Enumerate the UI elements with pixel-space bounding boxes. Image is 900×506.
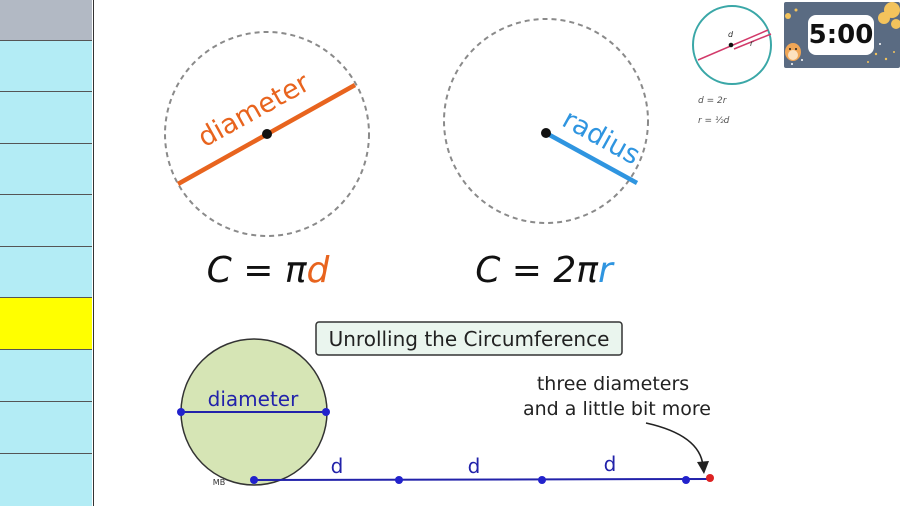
radius-center-dot bbox=[541, 128, 551, 138]
formula-radius-var: r bbox=[598, 250, 615, 291]
reference-formula-1: d = 2r bbox=[698, 96, 727, 106]
circle-diameter-label: diameter bbox=[208, 387, 299, 411]
unrolled-line bbox=[253, 478, 711, 481]
formula-radius-left: C = 2π bbox=[475, 250, 599, 291]
sidebar-cell[interactable] bbox=[0, 247, 92, 298]
countdown-timer[interactable]: 5:00 bbox=[784, 2, 900, 68]
annotation-arrowhead bbox=[697, 461, 709, 474]
formula-diameter-var: d bbox=[307, 250, 331, 291]
sidebar-cell[interactable] bbox=[0, 195, 92, 247]
sidebar-cell[interactable] bbox=[0, 350, 92, 402]
formula-diameter: C = πd bbox=[207, 250, 331, 291]
sidebar-cell[interactable] bbox=[0, 0, 92, 41]
segment-dot bbox=[538, 476, 546, 484]
sidebar-cell-highlighted[interactable] bbox=[0, 298, 92, 350]
annotation-arrow bbox=[645, 422, 704, 467]
annotation-line-1: three diameters bbox=[537, 373, 689, 395]
endpoint-dot bbox=[706, 474, 714, 482]
unroll-title-box bbox=[315, 321, 623, 356]
formula-radius: C = 2πr bbox=[475, 250, 615, 291]
timer-display: 5:00 bbox=[808, 15, 874, 55]
sidebar-cell[interactable] bbox=[0, 454, 92, 506]
segment-dot bbox=[395, 476, 403, 484]
sidebar-cell[interactable] bbox=[0, 92, 92, 144]
reference-d-label: d bbox=[728, 30, 734, 39]
slide-thumbnail-column bbox=[0, 0, 94, 506]
segment-label: d bbox=[604, 452, 617, 476]
reference-circle-figure: d r bbox=[692, 5, 772, 85]
circle-diameter-end-dot bbox=[322, 408, 330, 416]
formula-diameter-left: C = π bbox=[207, 250, 308, 291]
radius-circle-outline bbox=[443, 18, 649, 224]
radius-line bbox=[544, 131, 639, 185]
timer-decoration-icon bbox=[785, 2, 900, 65]
segment-dot bbox=[250, 476, 258, 484]
annotation-line-2: and a little bit more bbox=[523, 398, 711, 420]
segment-dot bbox=[682, 476, 690, 484]
sidebar-cell[interactable] bbox=[0, 41, 92, 92]
credit-mark: MB bbox=[213, 478, 225, 487]
circle-diameter-end-dot bbox=[177, 408, 185, 416]
diameter-center-dot bbox=[262, 129, 272, 139]
reference-card: d r d = 2r r = ½d bbox=[684, 0, 784, 140]
reference-r-label: r bbox=[750, 39, 754, 48]
sidebar-cell[interactable] bbox=[0, 402, 92, 454]
segment-label: d bbox=[331, 454, 344, 478]
segment-label: d bbox=[468, 454, 481, 478]
sidebar-cell[interactable] bbox=[0, 144, 92, 195]
reference-formula-2: r = ½d bbox=[698, 116, 730, 126]
diameter-circle-outline bbox=[164, 31, 370, 237]
unroll-title: Unrolling the Circumference bbox=[329, 327, 610, 351]
